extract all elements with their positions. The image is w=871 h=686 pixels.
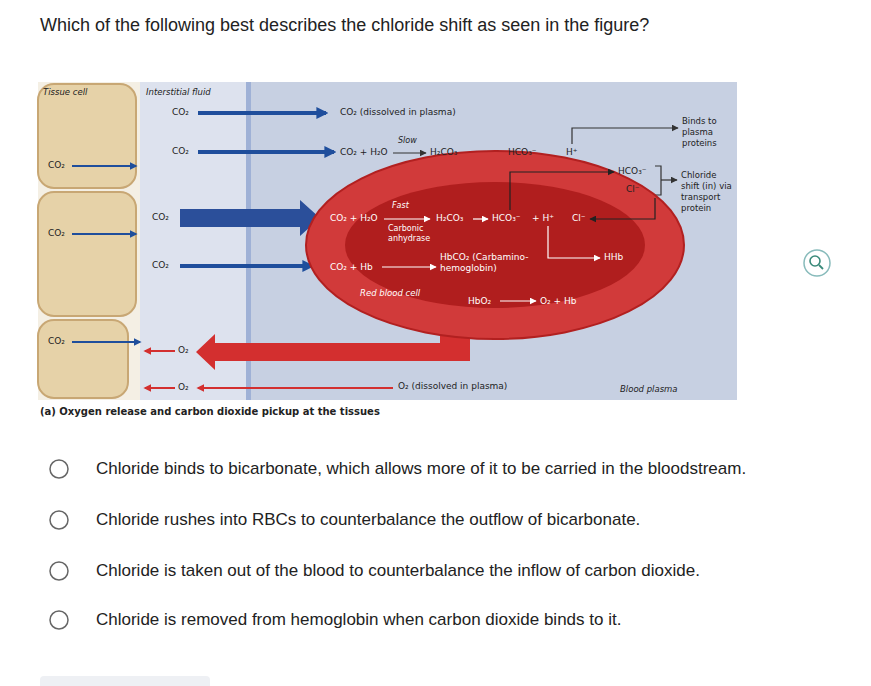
note-label: Chloride shift (in) via transport protei… bbox=[681, 170, 735, 214]
co2-big-arrow bbox=[180, 200, 320, 236]
molecule-label: CO₂ bbox=[152, 260, 169, 271]
co2-arrow bbox=[180, 264, 312, 268]
blood-plasma: Blood plasma CO₂ (dissolved in plasma) CO₂… bbox=[248, 83, 737, 400]
co2-arrow bbox=[72, 341, 140, 343]
interstitial-fluid: Interstitial fluidCO₂ CO₂ CO₂ CO₂ O₂ O₂ bbox=[140, 83, 248, 398]
molecule-label: H⁺ bbox=[566, 147, 578, 158]
tissue-cell: Tissue cellCO₂ CO₂ CO₂ bbox=[40, 83, 140, 398]
proton-arrow bbox=[548, 226, 600, 258]
molecule-label: CO₂ + Hb bbox=[330, 262, 373, 273]
red-blood-cell: Red blood cell CO₂ + H₂O FastCarbonic anhy… bbox=[305, 150, 685, 340]
molecule-label: + H⁺ bbox=[532, 213, 554, 224]
figure-caption: (a) Oxygen release and carbon dioxide pi… bbox=[40, 405, 380, 418]
radio-button bbox=[50, 611, 68, 629]
zoom-icon bbox=[804, 250, 830, 276]
molecule-label: CO₂ bbox=[172, 107, 189, 118]
co2-arrow bbox=[72, 165, 136, 167]
bicarbonate-out-arrow bbox=[510, 172, 614, 210]
molecule-label: HHb bbox=[604, 252, 623, 263]
molecule-label: HbO₂ bbox=[468, 296, 491, 307]
molecule-label: O₂ bbox=[178, 345, 189, 356]
molecule-label: CO₂ (dissolved in plasma) bbox=[340, 107, 456, 118]
reaction-arrow bbox=[473, 218, 488, 219]
reaction-arrow bbox=[382, 266, 436, 267]
molecule-label: HCO₃⁻ bbox=[492, 213, 521, 224]
answer-option: Chloride is taken out of the blood to co… bbox=[96, 561, 700, 581]
o2-arrow bbox=[145, 387, 175, 389]
co2-arrow bbox=[198, 150, 334, 154]
molecule-label: H₂CO₃ bbox=[430, 147, 457, 158]
note-label: Binds to plasma proteins bbox=[682, 116, 734, 149]
region-label: Tissue cell bbox=[43, 87, 87, 98]
molecule-label: CO₂ bbox=[48, 228, 65, 239]
chloride-in-arrow bbox=[590, 198, 655, 219]
binding-arrow bbox=[572, 128, 678, 144]
answer-option: Chloride binds to bicarbonate, which all… bbox=[96, 459, 746, 479]
rate-label: Slow bbox=[398, 136, 417, 146]
molecule-label: HCO₃⁻ bbox=[508, 147, 537, 158]
enzyme-label: Carbonic anhydrase bbox=[388, 224, 440, 244]
tissue-cell-shape bbox=[38, 320, 128, 398]
molecule-label: CO₂ bbox=[48, 336, 65, 347]
radio-button bbox=[50, 511, 68, 529]
molecule-label: Cl⁻ bbox=[572, 213, 586, 224]
o2-arrow bbox=[145, 350, 175, 352]
region-label: Red blood cell bbox=[360, 288, 420, 299]
reaction-arrow bbox=[384, 218, 430, 219]
co2-arrow bbox=[198, 111, 326, 115]
region-label: Interstitial fluid bbox=[146, 87, 211, 98]
molecule-label: HbCO₂ (Carbamino-hemoglobin) bbox=[440, 252, 535, 274]
cell-outline bbox=[305, 150, 685, 340]
radio-button bbox=[50, 460, 68, 478]
radio-button bbox=[50, 562, 68, 580]
button-shape bbox=[40, 676, 210, 686]
molecule-label: CO₂ bbox=[152, 212, 169, 223]
answer-option: Chloride rushes into RBCs to counterbala… bbox=[96, 510, 640, 530]
question-title: Which of the following best describes th… bbox=[40, 14, 649, 36]
reaction-arrow bbox=[393, 152, 426, 153]
molecule-label: CO₂ bbox=[48, 160, 65, 171]
leader-arrow bbox=[661, 179, 677, 180]
plasma-ground bbox=[38, 82, 737, 400]
reaction-arrow bbox=[500, 300, 536, 301]
molecule-label: O₂ (dissolved in plasma) bbox=[398, 381, 507, 392]
tissue-cell-shape bbox=[38, 84, 136, 188]
co2-arrow bbox=[72, 233, 136, 235]
rate-label: Fast bbox=[392, 201, 409, 211]
molecule-label: H₂CO₃ bbox=[436, 213, 463, 224]
molecule-label: CO₂ + H₂O bbox=[340, 147, 388, 158]
tissue-ground bbox=[38, 82, 140, 400]
molecule-label: HCO₃⁻ bbox=[618, 166, 647, 177]
molecule-label: Cl⁻ bbox=[626, 184, 640, 195]
o2-arrow bbox=[198, 387, 393, 389]
bracket bbox=[655, 166, 661, 195]
molecule-label: O₂ + Hb bbox=[540, 296, 576, 307]
molecule-label: CO₂ bbox=[172, 146, 189, 157]
molecule-label: CO₂ + H₂O bbox=[330, 213, 378, 224]
region-label: Blood plasma bbox=[620, 384, 678, 395]
tissue-cell-shape bbox=[38, 192, 136, 316]
molecule-label: O₂ bbox=[178, 382, 189, 393]
answer-option: Chloride is removed from hemoglobin when… bbox=[96, 610, 621, 630]
